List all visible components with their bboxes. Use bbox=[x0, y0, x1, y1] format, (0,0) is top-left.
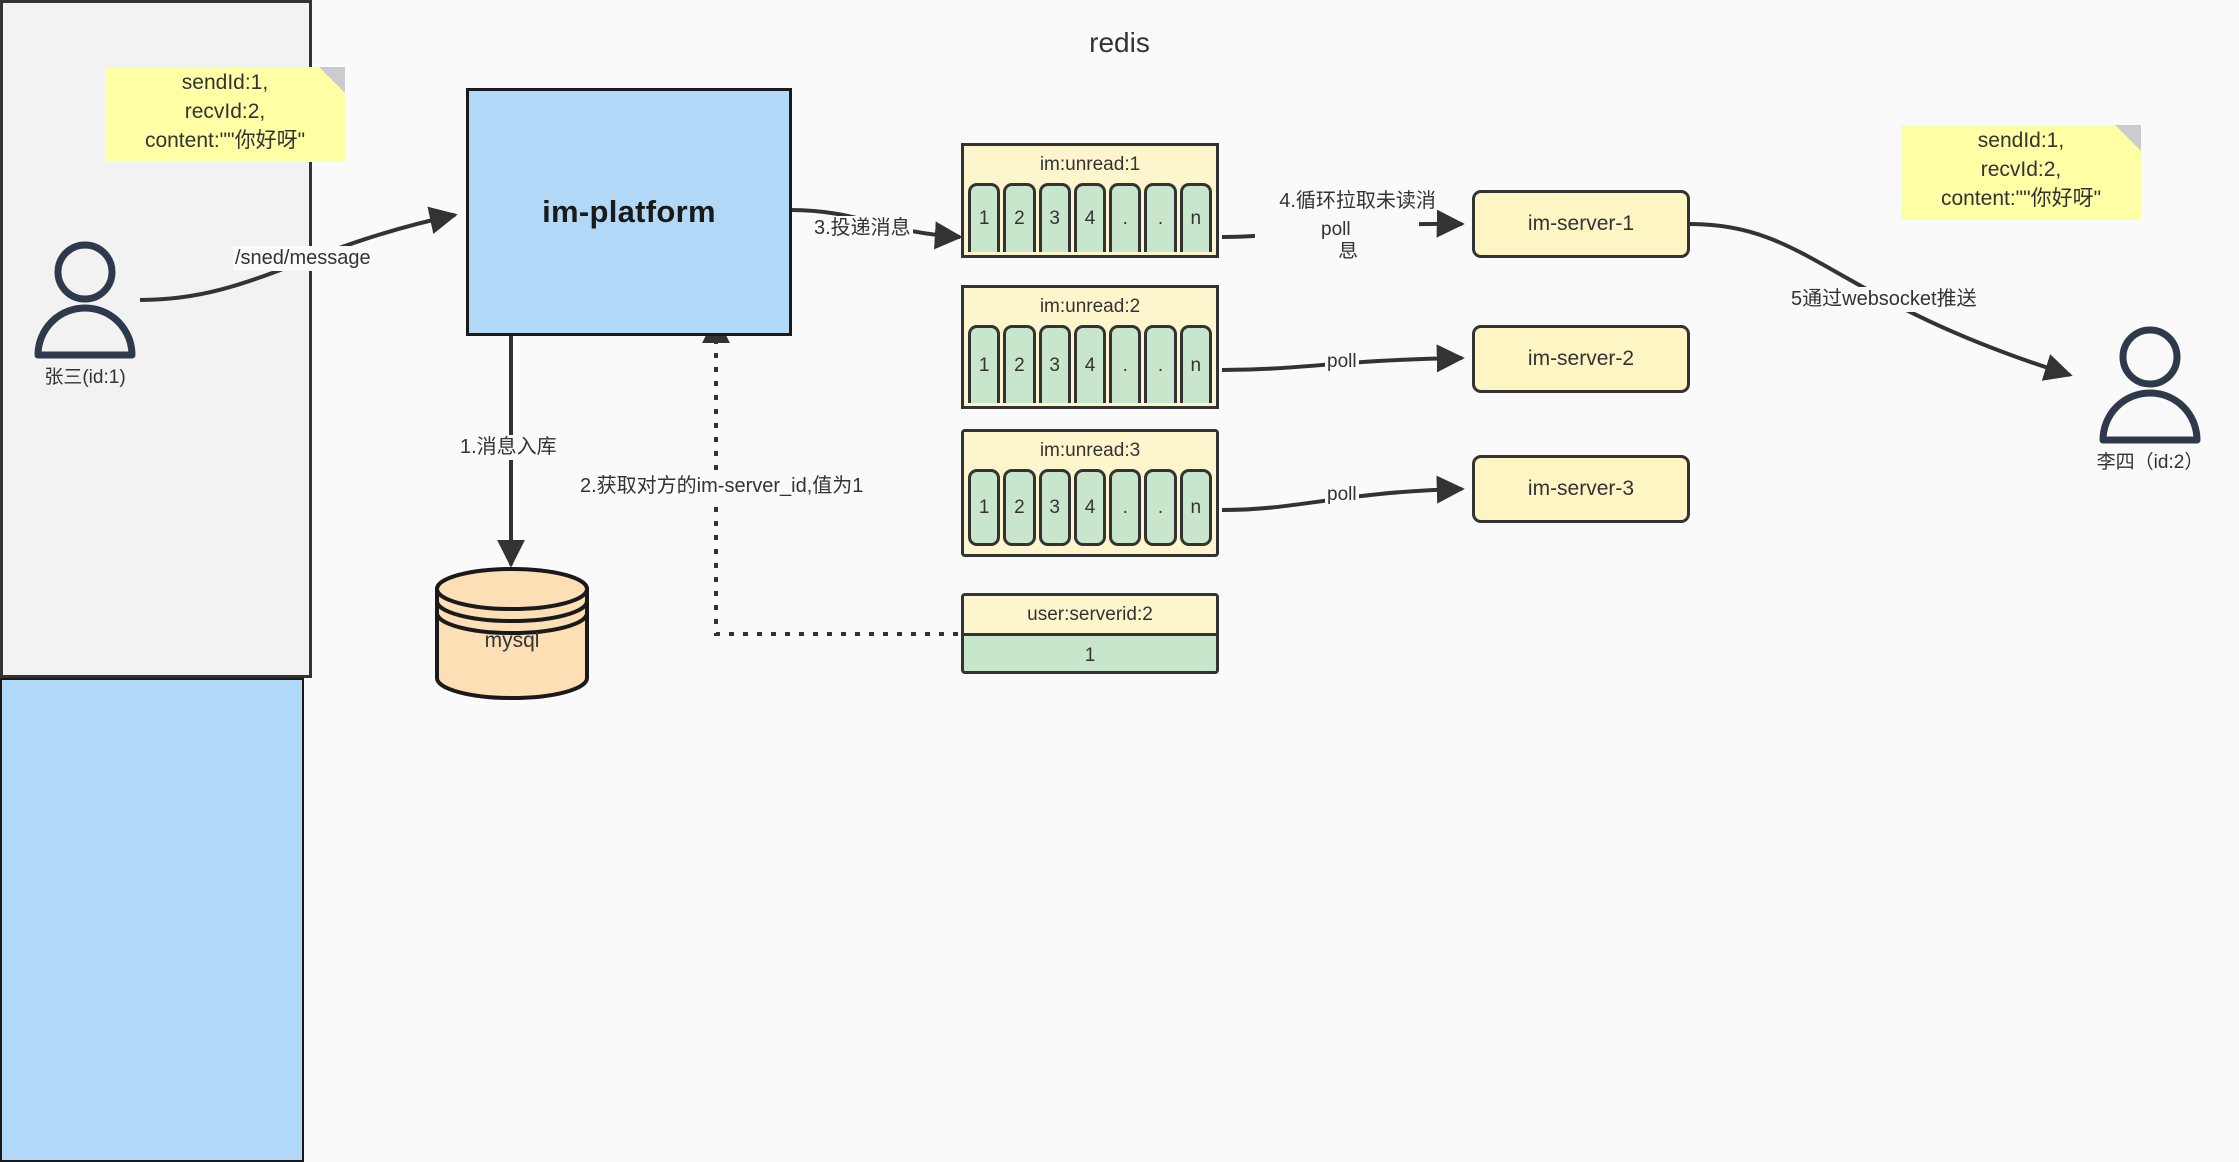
node-im-server-3[interactable]: im-server-3 bbox=[1472, 455, 1690, 523]
redis-cell: n bbox=[1179, 183, 1212, 252]
redis-list-im-unread-2[interactable]: im:unread:2 1 2 3 4 . . n bbox=[961, 285, 1219, 409]
database-icon bbox=[435, 567, 589, 700]
redis-cell: . bbox=[1109, 325, 1142, 403]
redis-cell: . bbox=[1144, 183, 1177, 252]
user-icon bbox=[2099, 326, 2201, 444]
note-sender-message: sendId:1, recvId:2, content:""你好呀" bbox=[105, 67, 345, 162]
edge-label-send-message: /sned/message bbox=[233, 246, 373, 271]
note-fold-corner bbox=[2115, 125, 2141, 151]
redis-list-im-unread-3[interactable]: im:unread:3 1 2 3 4 . . n bbox=[961, 429, 1219, 557]
edge-label-step4-line2: 息 bbox=[1338, 240, 1359, 262]
redis-cell: 4 bbox=[1073, 325, 1107, 403]
redis-kv-key: user:serverid:2 bbox=[964, 596, 1216, 633]
redis-cell: n bbox=[1179, 325, 1212, 403]
im-server-3-label: im-server-3 bbox=[1527, 477, 1635, 500]
redis-cell: . bbox=[1109, 183, 1142, 252]
note-line-recvid: recvId:2, bbox=[184, 100, 266, 124]
note-receiver-message: sendId:1, recvId:2, content:""你好呀" bbox=[1901, 125, 2141, 220]
redis-kv-value: 1 bbox=[964, 633, 1216, 671]
edge-label-poll-3: poll bbox=[1325, 483, 1359, 507]
im-server-2-label: im-server-2 bbox=[1527, 347, 1635, 370]
edge-label-step3: 3.投递消息 bbox=[812, 216, 913, 241]
redis-cell: 3 bbox=[1038, 325, 1071, 403]
redis-cell: n bbox=[1179, 469, 1212, 546]
redis-list-key: im:unread:3 bbox=[964, 432, 1216, 469]
redis-list-key: im:unread:1 bbox=[964, 146, 1216, 183]
edge-label-step2: 2.获取对方的im-server_id,值为1 bbox=[578, 474, 866, 499]
note-line-sendid: sendId:1, bbox=[1977, 129, 2065, 153]
redis-cell: 2 bbox=[1003, 469, 1036, 546]
edge-label-step4-line1: 4.循环拉取未读消 bbox=[1279, 190, 1436, 212]
redis-list-im-unread-1[interactable]: im:unread:1 1 2 3 4 . . n bbox=[961, 143, 1219, 258]
edge-label-step5: 5通过websocket推送 bbox=[1789, 287, 1979, 312]
redis-cell: . bbox=[1144, 469, 1177, 546]
actor-receiver-label: 李四（id:2） bbox=[2096, 452, 2204, 473]
im-platform-label: im-platform bbox=[542, 194, 716, 229]
redis-kv-user-serverid[interactable]: user:serverid:2 1 bbox=[961, 593, 1219, 674]
edge-label-step1: 1.消息入库 bbox=[458, 435, 559, 460]
redis-cell: 1 bbox=[968, 183, 1001, 252]
redis-cell: 1 bbox=[968, 325, 1001, 403]
user-icon bbox=[34, 241, 136, 359]
actor-receiver: 李四（id:2） bbox=[2085, 325, 2215, 475]
redis-cell: 3 bbox=[1038, 469, 1071, 546]
redis-cell: 4 bbox=[1073, 469, 1107, 546]
node-mysql[interactable]: mysql bbox=[432, 567, 592, 700]
redis-cell: . bbox=[1109, 469, 1142, 546]
redis-cell: . bbox=[1144, 325, 1177, 403]
redis-cell: 3 bbox=[1038, 183, 1071, 252]
redis-title: redis bbox=[1089, 27, 1150, 58]
redis-cell: 2 bbox=[1003, 183, 1036, 252]
note-line-content: content:""你好呀" bbox=[1940, 186, 2102, 210]
note-line-sendid: sendId:1, bbox=[181, 71, 269, 95]
note-line-recvid: recvId:2, bbox=[1980, 158, 2062, 182]
edge-label-poll-1: poll bbox=[1319, 218, 1353, 242]
redis-list-cells: 1 2 3 4 . . n bbox=[968, 183, 1212, 252]
im-server-1-label: im-server-1 bbox=[1527, 212, 1635, 235]
actor-sender: 张三(id:1) bbox=[20, 240, 150, 390]
redis-cell: 1 bbox=[968, 469, 1001, 546]
edge-label-poll-2: poll bbox=[1325, 350, 1359, 374]
note-line-content: content:""你好呀" bbox=[144, 128, 306, 152]
actor-sender-label: 张三(id:1) bbox=[44, 367, 126, 388]
mysql-label: mysql bbox=[484, 629, 540, 653]
redis-cell: 2 bbox=[1003, 325, 1036, 403]
redis-list-cells: 1 2 3 4 . . n bbox=[968, 469, 1212, 546]
note-fold-corner bbox=[319, 67, 345, 93]
redis-list-key: im:unread:2 bbox=[964, 288, 1216, 325]
node-im-server-1[interactable]: im-server-1 bbox=[1472, 190, 1690, 258]
node-im-server-cluster[interactable] bbox=[0, 678, 304, 1162]
node-im-platform[interactable]: im-platform bbox=[466, 88, 792, 336]
redis-cell: 4 bbox=[1073, 183, 1107, 252]
redis-list-cells: 1 2 3 4 . . n bbox=[968, 325, 1212, 403]
node-im-server-2[interactable]: im-server-2 bbox=[1472, 325, 1690, 393]
